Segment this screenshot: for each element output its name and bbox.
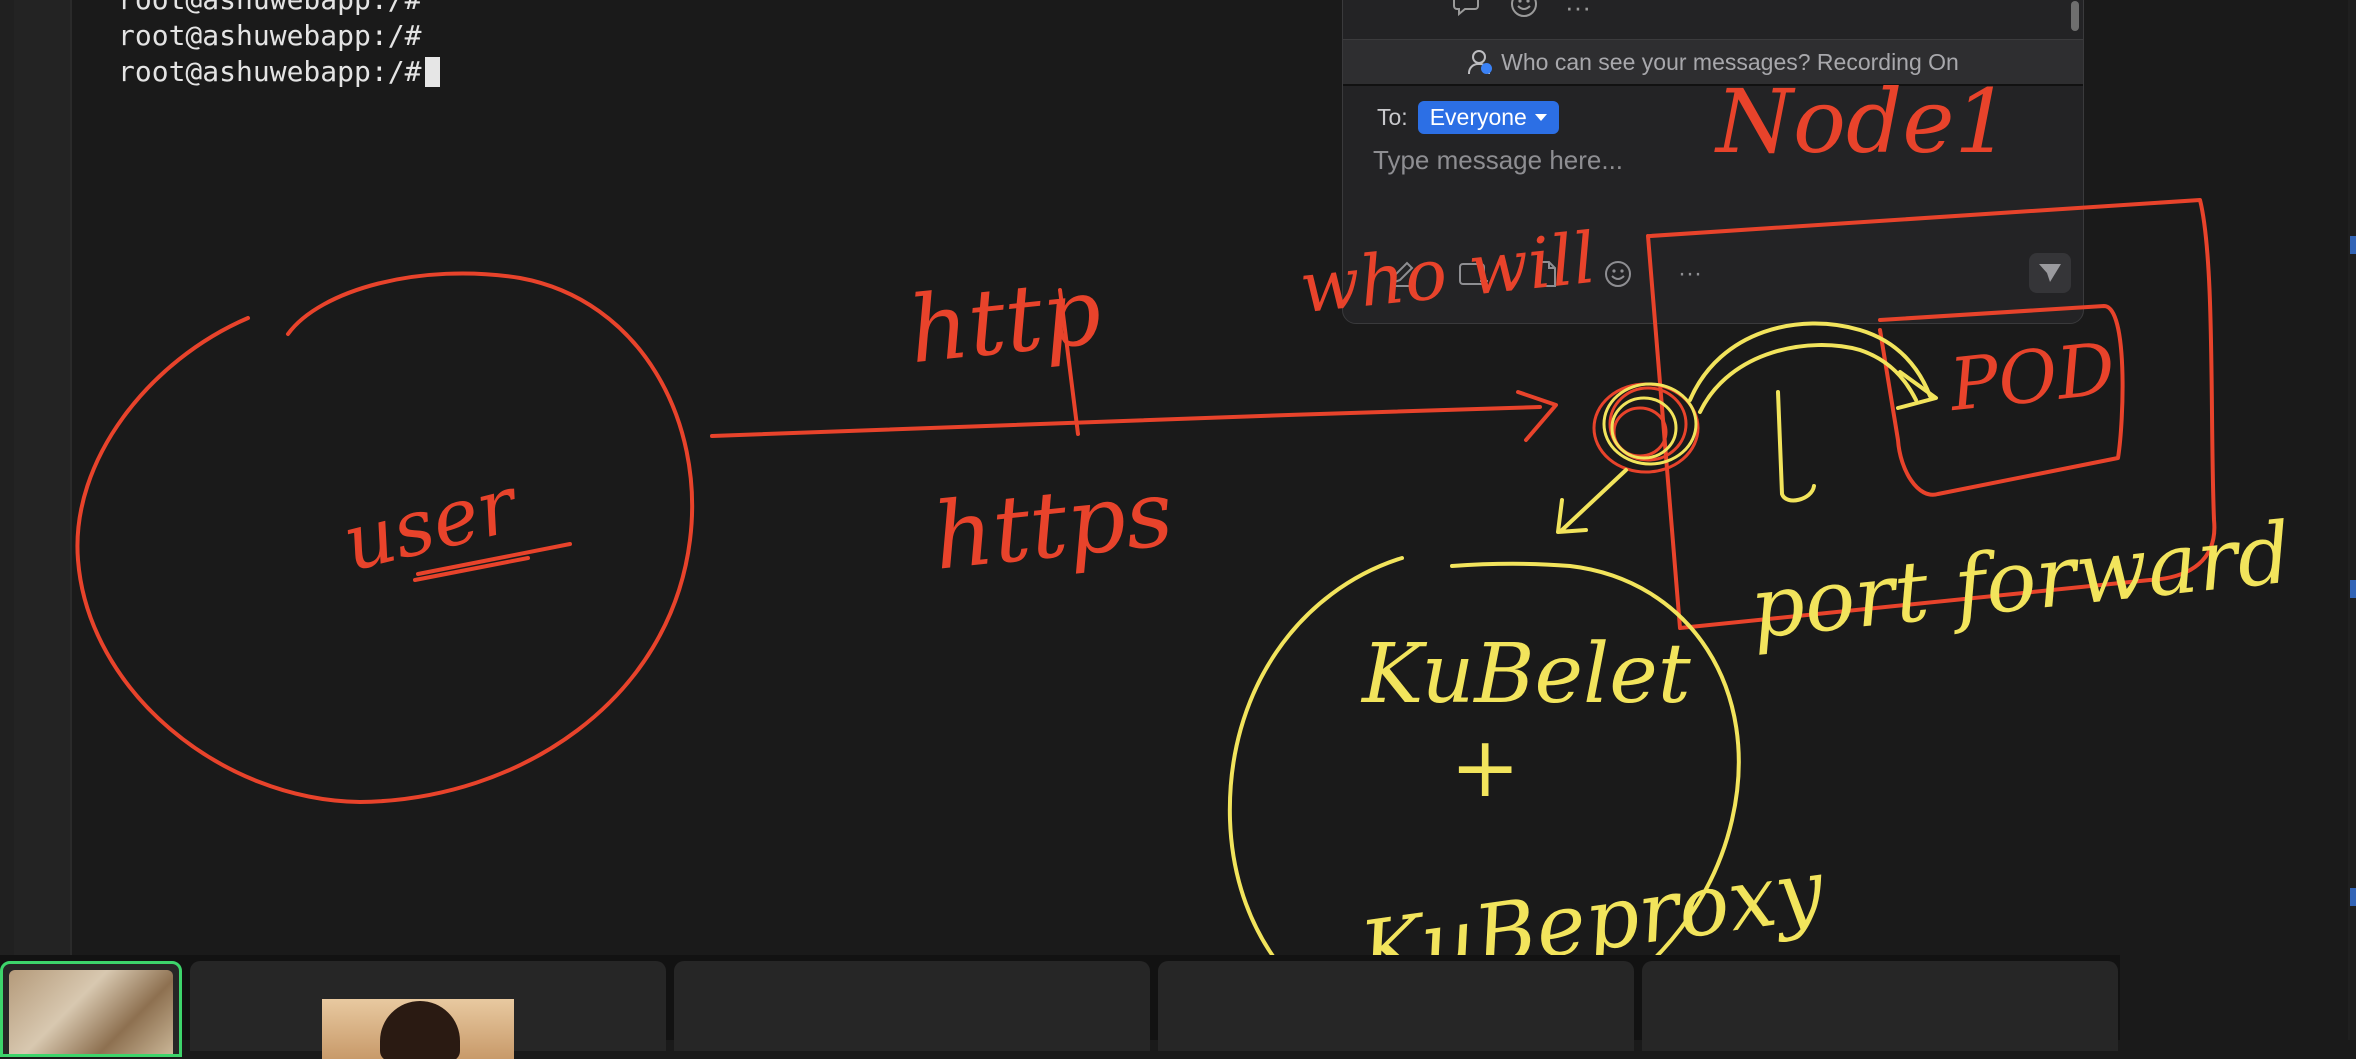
pod-box <box>1878 304 2125 497</box>
message-input[interactable] <box>1371 141 1975 179</box>
recipient-value: Everyone <box>1429 104 1527 130</box>
privacy-notice[interactable]: Who can see your messages? Recording On <box>1343 39 2083 86</box>
chat-scrollbar[interactable] <box>2071 1 2079 31</box>
window-edge <box>2348 0 2356 1040</box>
kubelet-label: KuBelet <box>1360 627 1692 722</box>
more-options-button[interactable]: ··· <box>1565 0 1591 22</box>
terminal-sidebar <box>14 0 70 955</box>
message-actions: ··· <box>1453 0 1591 23</box>
chevron-down-icon <box>1534 114 1547 121</box>
participant-tile[interactable] <box>1158 961 1634 1051</box>
send-icon <box>2039 264 2061 282</box>
format-icon[interactable] <box>1379 257 1425 291</box>
request-arrow <box>710 405 1542 438</box>
participant-strip <box>0 955 2120 1059</box>
comment-add-icon[interactable] <box>1453 0 1483 25</box>
http-divider <box>1058 288 1080 436</box>
file-icon[interactable] <box>1523 257 1569 291</box>
screenshot-icon[interactable] <box>1451 257 1497 291</box>
forward-arrowhead <box>1896 370 1938 410</box>
emoji-icon[interactable] <box>1595 257 1641 291</box>
terminal-prompt: root@ashuwebapp:/# <box>118 55 422 88</box>
to-label: To: <box>1377 104 1408 130</box>
recipient-dropdown[interactable]: Everyone <box>1417 101 1559 134</box>
emoji-icon[interactable] <box>1509 0 1539 26</box>
participant-tile-active[interactable] <box>0 961 182 1057</box>
recipient-row: To: Everyone <box>1377 101 1559 134</box>
terminal-gutter <box>0 0 72 955</box>
terminal-line: root@ashuwebapp:/# <box>118 19 422 52</box>
scroll-marker <box>2350 236 2356 254</box>
terminal-output[interactable]: root@ashuwebapp:/# root@ashuwebapp:/# ro… <box>118 0 441 90</box>
terminal-prompt-line: root@ashuwebapp:/# <box>118 54 441 90</box>
user-circle <box>75 271 695 804</box>
down-arrow <box>1556 468 1628 534</box>
terminal-cursor <box>425 57 441 87</box>
user-label: user <box>335 459 530 589</box>
participant-tile[interactable] <box>1642 961 2118 1051</box>
forward-arc <box>1688 321 1932 402</box>
participant-video <box>322 999 514 1059</box>
port-forward-label: port forward <box>1746 504 2296 658</box>
privacy-text: Who can see your messages? Recording On <box>1501 48 1959 75</box>
composer-toolbar: ··· <box>1379 257 1713 291</box>
user-shield-icon <box>1467 48 1493 76</box>
pod-label: POD <box>1944 326 2119 427</box>
participant-tile[interactable] <box>674 961 1150 1051</box>
terminal-line: root@ashuwebapp:/# <box>118 0 440 18</box>
entry-scribble <box>1592 382 1700 474</box>
chat-panel: ··· Who can see your messages? Recording… <box>1342 0 2084 324</box>
https-label: https <box>929 459 1178 590</box>
request-arrowhead <box>1516 390 1558 442</box>
port-hook <box>1776 390 1816 503</box>
user-underline <box>413 542 572 582</box>
more-options-button[interactable]: ··· <box>1678 260 1702 287</box>
scroll-marker <box>2350 580 2356 598</box>
forward-arc-inner <box>1698 343 1918 414</box>
scroll-marker <box>2350 888 2356 906</box>
participant-tile[interactable] <box>190 961 666 1059</box>
http-label: http <box>904 258 1106 384</box>
entry-scribble-yellow <box>1602 382 1698 466</box>
send-button[interactable] <box>2029 253 2071 293</box>
plus-label: + <box>1450 718 1520 816</box>
participant-video <box>9 970 173 1054</box>
